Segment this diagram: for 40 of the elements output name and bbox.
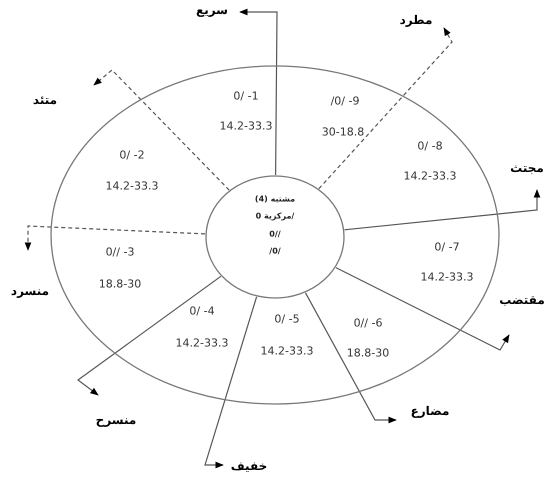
circle-label: /0/ <box>269 246 281 256</box>
sector-range: 14.2-33.3 <box>260 344 314 358</box>
meter-name: سريع <box>196 3 228 17</box>
sector-code: /0/ -9 <box>330 94 360 108</box>
sector-range: 14.2-33.3 <box>220 120 272 132</box>
meter-name: متئد <box>32 93 58 107</box>
sector-code: 0/ -7 <box>434 240 460 254</box>
divider-arrow <box>304 292 397 424</box>
sector-code: 0/ -4 <box>189 304 215 318</box>
meter-name: مطرد <box>400 13 432 27</box>
sector-code: 0/ -2 <box>119 148 145 162</box>
sector-range: 14.2-33.3 <box>420 270 474 284</box>
sector-range: 30-18.8 <box>322 126 364 138</box>
sector-code: 0/ -5 <box>274 312 300 326</box>
meter-name: منسرد <box>10 284 50 298</box>
sector-code: 0/ -1 <box>233 90 259 102</box>
circle-label: مركزية 0/ <box>256 212 294 220</box>
meter-name: مجتث <box>510 161 544 175</box>
sector-code: 0// -3 <box>106 246 134 258</box>
sector-range: 18.8-30 <box>346 346 390 360</box>
divider-arrow <box>239 8 278 175</box>
divider-arrow <box>318 27 453 190</box>
sector-range: 14.2-33.3 <box>106 180 158 192</box>
circle-label: مشتبه (4) <box>254 194 296 204</box>
meter-name: مضارع <box>410 404 450 418</box>
divider-arrow <box>204 296 258 468</box>
sector-code: 0/ -8 <box>417 140 443 152</box>
sector-range: 18.8-30 <box>98 278 142 290</box>
divider-arrow <box>344 189 540 230</box>
sector-range: 14.2-33.3 <box>404 170 456 182</box>
circle-label: 0// <box>269 230 281 238</box>
meter-name: منسرح <box>96 413 136 427</box>
divider-arrow <box>93 69 230 191</box>
sector-range: 14.2-33.3 <box>176 336 228 350</box>
meter-name: خفيف <box>230 459 268 473</box>
divider-arrow <box>24 225 206 251</box>
sector-code: 0// -6 <box>354 316 382 330</box>
divider-arrow <box>76 276 222 396</box>
meter-name: مقتضب <box>499 293 545 307</box>
divider-arrow <box>336 267 510 351</box>
